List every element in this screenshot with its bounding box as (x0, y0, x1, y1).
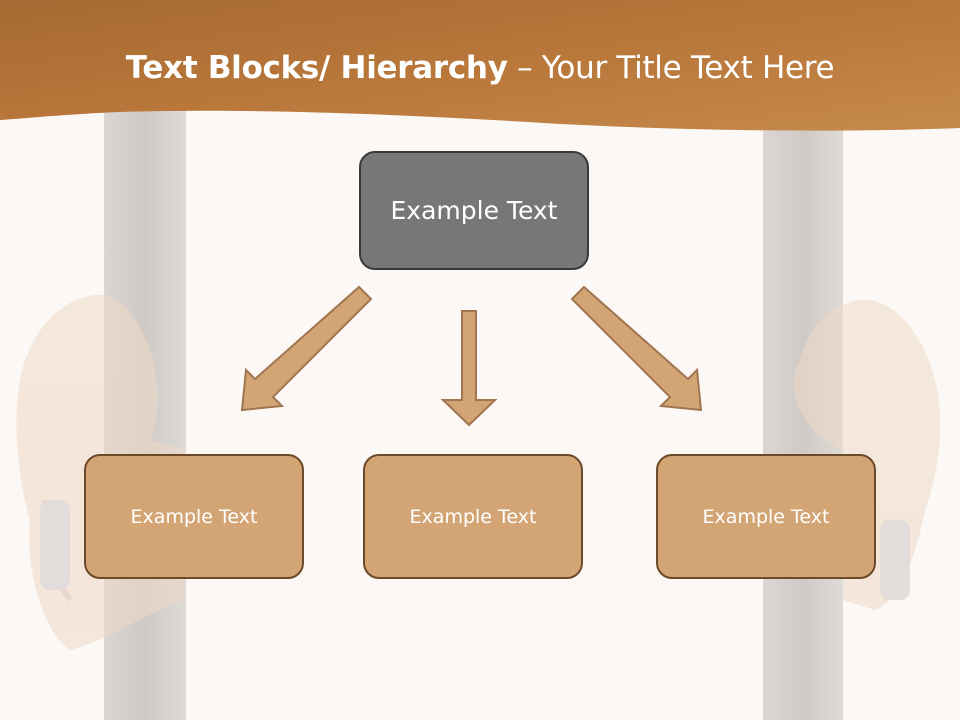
child-text-block-center[interactable]: Example Text (363, 454, 583, 579)
title-banner (0, 0, 960, 131)
child-text-block-left[interactable]: Example Text (84, 454, 304, 579)
child-text-block-right[interactable]: Example Text (656, 454, 876, 579)
child-text-block-label: Example Text (409, 505, 537, 528)
slide-title-bold: Text Blocks/ Hierarchy (125, 50, 508, 86)
top-text-block-label: Example Text (390, 196, 558, 225)
child-text-block-label: Example Text (130, 505, 258, 528)
child-text-block-label: Example Text (702, 505, 830, 528)
top-text-block[interactable]: Example Text (359, 151, 589, 270)
slide-title-rest: – Your Title Text Here (507, 50, 835, 86)
slide-title: Text Blocks/ Hierarchy – Your Title Text… (0, 50, 960, 86)
